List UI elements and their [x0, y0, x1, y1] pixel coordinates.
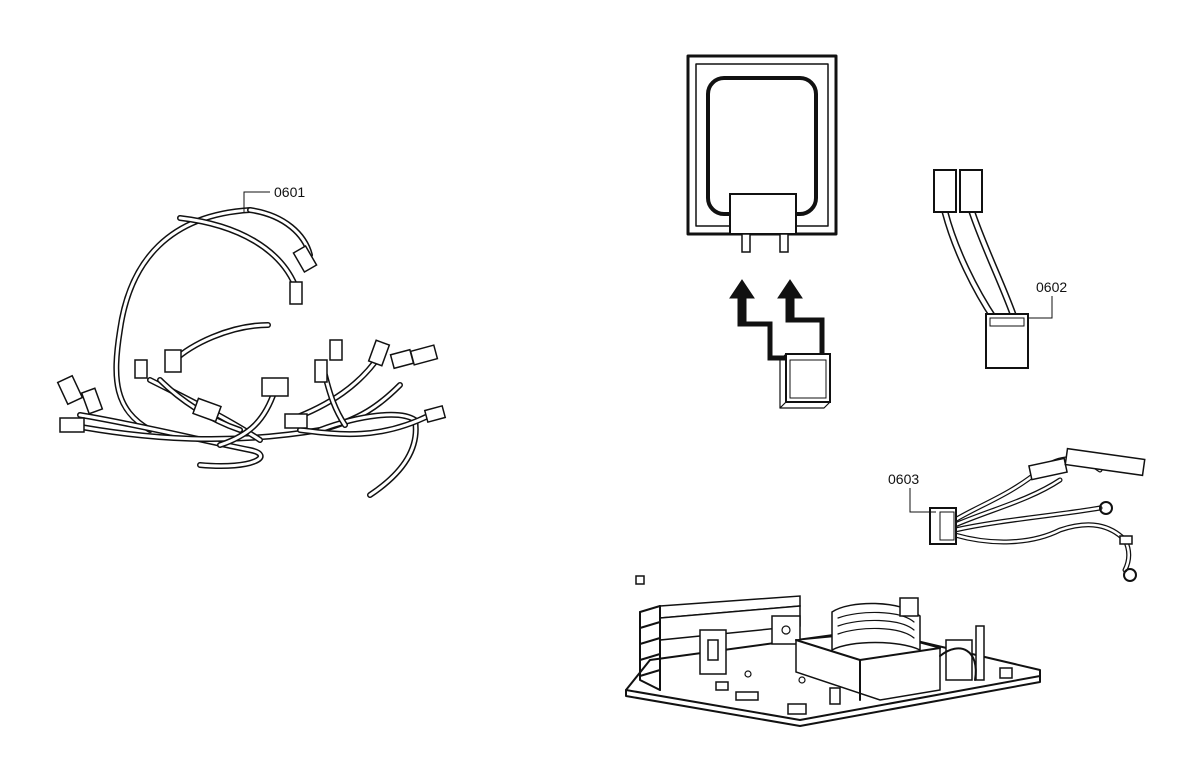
transformer-assembly	[686, 54, 838, 409]
harness-connectors	[56, 244, 447, 433]
leader-0603	[909, 488, 936, 513]
circuit-board	[625, 575, 1041, 727]
board-components	[635, 575, 1013, 715]
arrow-up-left	[729, 279, 791, 361]
label-0601: 0601	[274, 184, 305, 200]
harness-wires	[67, 207, 433, 498]
label-0602: 0602	[1036, 279, 1067, 295]
arrow-up-right	[777, 279, 825, 357]
harness-0603: 0603	[888, 447, 1146, 582]
heatsink	[639, 595, 801, 691]
transformer-block	[795, 597, 941, 701]
connector-plug	[779, 353, 831, 409]
leader-0601	[243, 191, 270, 212]
label-0603: 0603	[888, 471, 919, 487]
leader-0602	[1028, 296, 1053, 319]
jumper-wire-0602: 0602	[933, 169, 1067, 369]
wire-harness-0601: 0601	[56, 184, 447, 498]
